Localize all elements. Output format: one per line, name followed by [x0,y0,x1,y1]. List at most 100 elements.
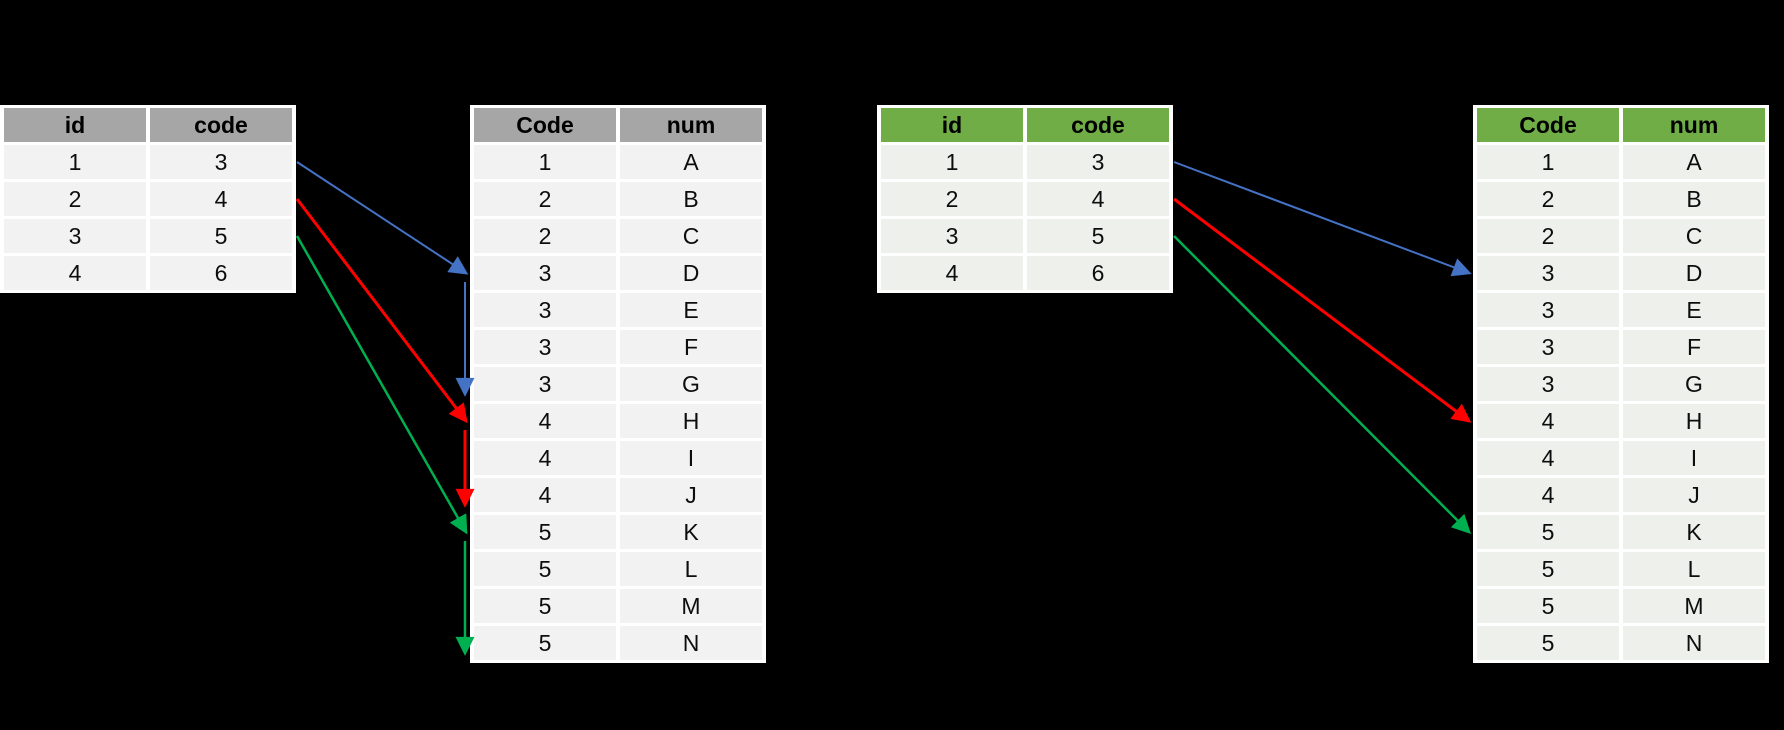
table-cell: J [1623,478,1765,512]
table-cell: 5 [1477,589,1619,623]
table-cell: F [1623,330,1765,364]
table-cell: 5 [150,219,292,253]
table-cell: M [1623,589,1765,623]
green-arrow-seek [295,235,468,535]
table-cell: J [620,478,762,512]
table-cell: 3 [1477,330,1619,364]
table-cell: 5 [1477,552,1619,586]
column-header: id [881,108,1023,142]
table-cell: 3 [1477,367,1619,401]
table-cell: 4 [4,256,146,290]
blue-arrow-seek [1173,161,1472,277]
table-cell: 5 [1027,219,1169,253]
green-arrow-seek [1173,235,1472,535]
table-cell: G [620,367,762,401]
table-cell: 3 [474,330,616,364]
table-cell: 3 [150,145,292,179]
table-cell: K [620,515,762,549]
column-header: num [1623,108,1765,142]
table-cell: B [1623,182,1765,216]
table-cell: 3 [474,256,616,290]
table-cell: D [1623,256,1765,290]
table-cell: 6 [1027,256,1169,290]
table-cell: 3 [881,219,1023,253]
table-cell: 1 [474,145,616,179]
table-cell: K [1623,515,1765,549]
table-cell: C [620,219,762,253]
table-cell: N [620,626,762,660]
table-cell: 5 [1477,515,1619,549]
table-cell: D [620,256,762,290]
table-cell: 4 [1477,404,1619,438]
table-cell: 5 [474,626,616,660]
column-header: Code [474,108,616,142]
table-cell: 6 [150,256,292,290]
table-cell: 4 [150,182,292,216]
table-cell: 4 [474,478,616,512]
column-header: Code [1477,108,1619,142]
table-cell: 3 [474,367,616,401]
table-cell: 1 [4,145,146,179]
table-cell: E [620,293,762,327]
red-arrow-seek [295,198,468,424]
table-cell: 5 [1477,626,1619,660]
table-cell: 2 [881,182,1023,216]
table-cell: 3 [474,293,616,327]
column-header: code [150,108,292,142]
table-cell: G [1623,367,1765,401]
table-cell: A [620,145,762,179]
table-cell: H [620,404,762,438]
table-cell: H [1623,404,1765,438]
table-cell: F [620,330,762,364]
table-cell: 4 [881,256,1023,290]
table-cell: 5 [474,589,616,623]
table-cell: I [620,441,762,475]
table-cell: L [620,552,762,586]
table-cell: 2 [1477,219,1619,253]
table-cell: 3 [4,219,146,253]
table-cell: 3 [1027,145,1169,179]
table-cell: A [1623,145,1765,179]
table-cell: 3 [1477,293,1619,327]
table-cell: L [1623,552,1765,586]
table-cell: 2 [1477,182,1619,216]
table-cell: 1 [1477,145,1619,179]
column-header: code [1027,108,1169,142]
table-cell: 3 [1477,256,1619,290]
table-cell: B [620,182,762,216]
red-arrow-seek [1173,197,1472,423]
